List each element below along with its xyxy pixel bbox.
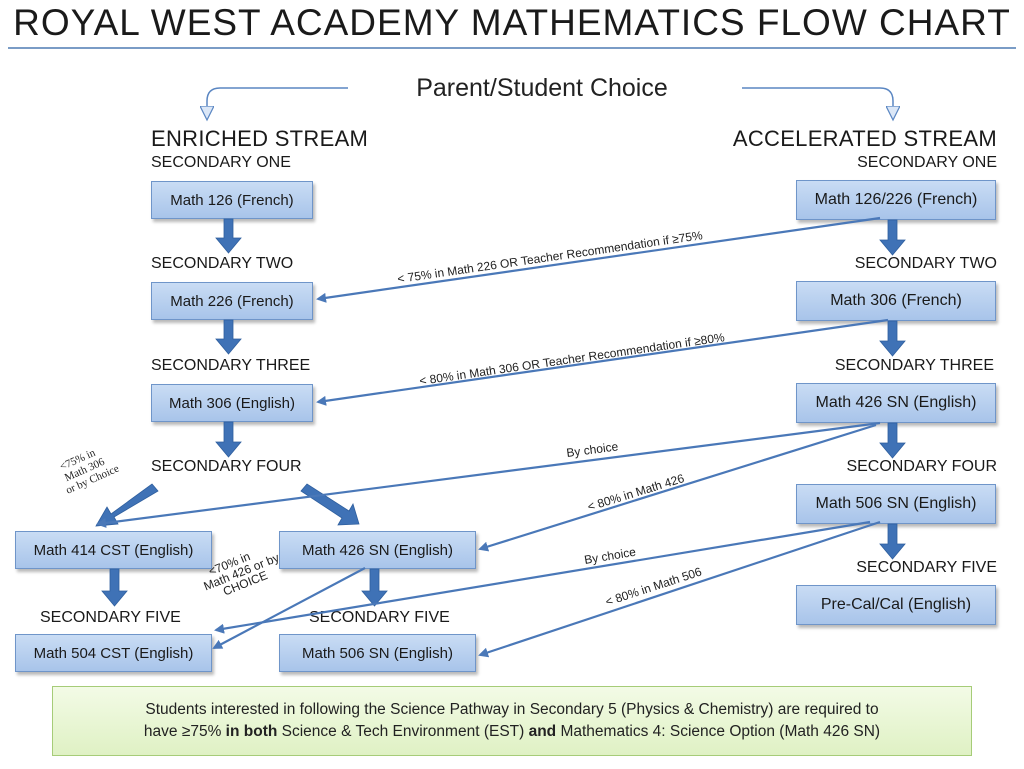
enriched-math-504-cst-box[interactable]: Math 504 CST (English) (15, 634, 212, 672)
arrow-enr426-to-504 (212, 567, 366, 649)
enriched-secondary-four: SECONDARY FOUR (151, 458, 302, 475)
accelerated-down-arrow-1 (879, 219, 906, 256)
enriched-math-506-sn-box[interactable]: Math 506 SN (English) (279, 634, 476, 672)
choice-to-enriched-arrow (207, 87, 348, 114)
enriched-math-426-sn-box[interactable]: Math 426 SN (English) (279, 531, 476, 569)
accelerated-stream-heading: ACCELERATED STREAM (732, 126, 997, 151)
page-title: ROYAL WEST ACADEMY MATHEMATICS FLOW CHAR… (13, 2, 1011, 43)
enriched-down-arrow-426 (361, 568, 388, 607)
enriched-down-arrow-2 (215, 319, 242, 355)
arrow-acc426-by-choice-to-414 (96, 421, 881, 528)
enriched-down-arrow-1 (215, 218, 242, 254)
note-text-e: Mathematics 4: Science Option (Math 426 … (556, 723, 881, 740)
accelerated-secondary-four: SECONDARY FOUR (846, 458, 997, 475)
accelerated-down-arrow-3 (879, 422, 906, 459)
enriched-secondary-three: SECONDARY THREE (151, 357, 311, 374)
note-line-2: have ≥75% in both Science & Tech Environ… (144, 721, 880, 743)
enriched-secondary-five-cst: SECONDARY FIVE (40, 609, 181, 626)
label-lt70-math426-or-choice: <70% in Math 426 or by CHOICE (202, 549, 281, 598)
enriched-math-126-box[interactable]: Math 126 (French) (151, 181, 313, 219)
arrow-acc426-to-enr426 (478, 423, 877, 552)
label-lt75-math226: < 75% in Math 226 OR Teacher Recommendat… (396, 228, 703, 286)
arrow-acc126-to-226 (316, 216, 881, 303)
label-by-choice-2: By choice (583, 545, 637, 567)
science-pathway-note: Students interested in following the Sci… (52, 686, 972, 756)
accelerated-down-arrow-4 (879, 523, 906, 560)
accelerated-secondary-two: SECONDARY TWO (854, 255, 997, 272)
note-text-a: have ≥75% (143, 723, 226, 740)
note-line-1: Students interested in following the Sci… (145, 701, 879, 718)
enriched-secondary-five-sn: SECONDARY FIVE (309, 609, 450, 626)
choice-heading: Parent/Student Choice (416, 74, 668, 102)
choice-to-accelerated-arrow (742, 87, 893, 114)
label-lt80-math306: < 80% in Math 306 OR Teacher Recommendat… (418, 330, 725, 388)
enriched-split-arrow-left (95, 483, 159, 527)
accelerated-math-506-sn-box[interactable]: Math 506 SN (English) (796, 484, 996, 524)
enriched-split-arrow-right (300, 483, 360, 526)
accelerated-secondary-three: SECONDARY THREE (834, 357, 994, 374)
enriched-down-arrow-3 (215, 421, 242, 458)
enriched-stream-heading: ENRICHED STREAM (151, 126, 369, 151)
note-emphasis-and: and (528, 723, 557, 740)
label-lt75-math306-or-choice: <75% in Math 306 or by Choice (58, 447, 121, 497)
enriched-down-arrow-414 (101, 568, 128, 607)
arrow-acc506-by-choice-to-504 (214, 520, 871, 634)
accelerated-math-306-box[interactable]: Math 306 (French) (796, 281, 996, 321)
title-divider (8, 47, 1016, 49)
note-emphasis-in-both: in both (225, 723, 278, 740)
enriched-secondary-one: SECONDARY ONE (151, 154, 291, 171)
label-by-choice-1: By choice (566, 439, 620, 460)
arrow-acc306-to-enr306 (316, 318, 889, 406)
enriched-secondary-two: SECONDARY TWO (151, 255, 294, 272)
accelerated-math-426-sn-box[interactable]: Math 426 SN (English) (796, 383, 996, 423)
label-lt80-math426: < 80% in Math 426 (586, 471, 686, 514)
accelerated-secondary-one: SECONDARY ONE (857, 154, 997, 171)
enriched-math-306-box[interactable]: Math 306 (English) (151, 384, 313, 422)
note-text-c: Science & Tech Environment (EST) (277, 723, 529, 740)
arrow-acc506-to-enr506 (478, 520, 881, 658)
accelerated-secondary-five: SECONDARY FIVE (856, 559, 997, 576)
enriched-math-414-cst-box[interactable]: Math 414 CST (English) (15, 531, 212, 569)
accelerated-math-126-226-box[interactable]: Math 126/226 (French) (796, 180, 996, 220)
accelerated-down-arrow-2 (879, 320, 906, 357)
accelerated-precal-box[interactable]: Pre-Cal/Cal (English) (796, 585, 996, 625)
enriched-math-226-box[interactable]: Math 226 (French) (151, 282, 313, 320)
